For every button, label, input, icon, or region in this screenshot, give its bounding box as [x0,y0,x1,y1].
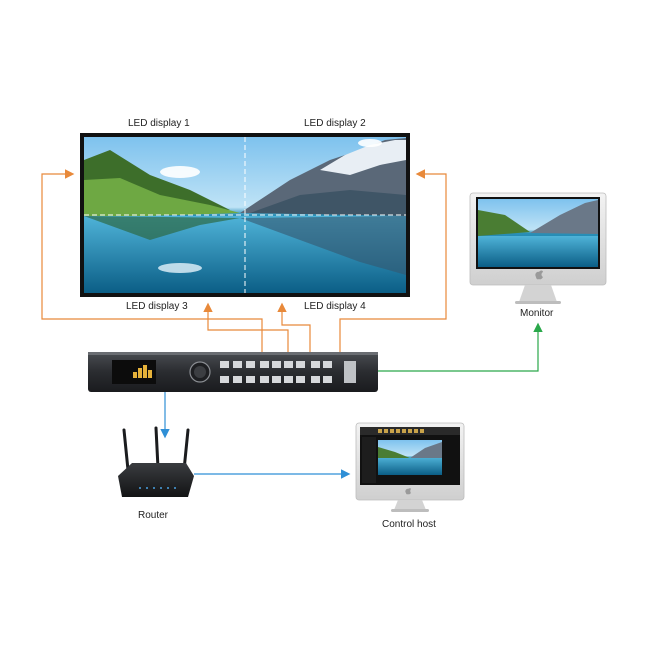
link-monitor [378,322,543,372]
processor-buttons[interactable] [220,361,356,383]
apple-icon-host [405,488,411,495]
link-led4 [277,302,311,352]
link-led3 [203,302,289,352]
control-host [355,422,465,512]
apple-icon [535,270,543,280]
label-led-display-2: LED display 2 [304,118,366,129]
processor-chassis [88,352,378,392]
label-led-display-1: LED display 1 [128,118,190,129]
control-host-stand [394,500,426,510]
label-led-display-3: LED display 3 [126,301,188,312]
led-wall [80,133,410,297]
link-led2 [339,169,447,352]
video-processor [88,352,378,392]
label-monitor: Monitor [520,308,554,319]
monitor-stand [519,285,557,302]
video-output-links [41,169,447,352]
router-icon [118,426,194,497]
monitor [469,192,607,304]
label-control-host: Control host [382,519,436,530]
label-router: Router [138,510,169,521]
label-led-display-4: LED display 4 [304,301,366,312]
